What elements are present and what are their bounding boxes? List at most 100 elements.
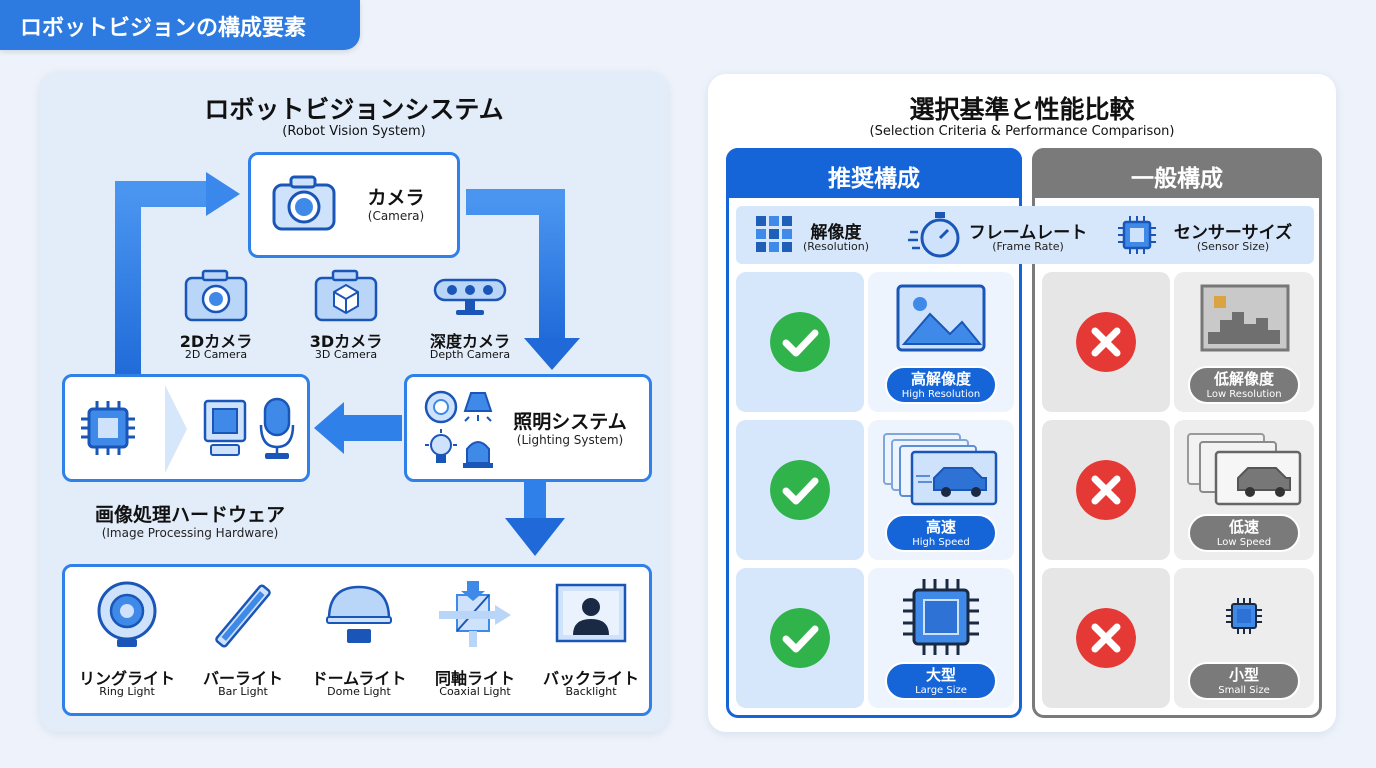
dome-light-item: ドームライト Dome Light	[303, 581, 415, 705]
small-size-badge: 小型 Small Size	[1188, 662, 1300, 700]
selection-criteria-panel: 選択基準と性能比較 (Selection Criteria & Performa…	[708, 74, 1336, 732]
flow-arrows	[115, 172, 580, 556]
2d-camera-item: 2Dカメラ 2D Camera	[166, 268, 266, 364]
dome-light-icon	[326, 585, 392, 643]
camera-node: カメラ (Camera)	[248, 152, 460, 258]
coaxial-light-label: 同軸ライト	[434, 669, 515, 688]
bar-light-icon	[215, 584, 271, 648]
3d-camera-label-en: 3D Camera	[314, 348, 378, 361]
low-speed-label: 低速	[1228, 518, 1259, 536]
low-resolution-badge: 低解像度 Low Resolution	[1188, 366, 1300, 404]
arrow-head-to-hardware	[314, 402, 344, 454]
recommended-check-cell	[736, 272, 864, 412]
depth-camera-label-en: Depth Camera	[429, 348, 511, 361]
high-speed-badge: 高速 High Speed	[885, 514, 997, 552]
general-cross-cell	[1042, 420, 1170, 560]
small-chip-icon	[1226, 598, 1262, 634]
arrow-head-to-lighting	[524, 338, 580, 370]
backlight-item: バックライト Backlight	[535, 581, 647, 705]
bar-light-item: バーライト Bar Light	[187, 581, 299, 705]
lighting-node: 照明システム (Lighting System)	[404, 374, 652, 482]
small-sensor-cell: 小型 Small Size	[1174, 568, 1314, 708]
large-size-label-en: Large Size	[915, 685, 967, 696]
ring-light-icon	[97, 581, 157, 647]
check-icon	[770, 608, 830, 668]
cross-icon	[1076, 460, 1136, 520]
criteria-framerate-label: フレームレート	[968, 223, 1088, 243]
backlight-label: バックライト	[542, 669, 639, 688]
recommended-check-cell	[736, 420, 864, 560]
arrow-head-to-lights	[505, 518, 565, 556]
depth-camera-item: 深度カメラ Depth Camera	[420, 268, 520, 364]
bar-light-label-en: Bar Light	[218, 685, 268, 698]
criteria-sensor-label-en: (Sensor Size)	[1196, 240, 1270, 253]
coaxial-light-label-en: Coaxial Light	[439, 685, 511, 698]
backlight-icon	[555, 583, 627, 643]
coaxial-light-icon	[439, 581, 511, 647]
right-panel-subtitle: (Selection Criteria & Performance Compar…	[869, 124, 1175, 139]
2d-camera-label-en: 2D Camera	[184, 348, 248, 361]
left-panel-subtitle: (Robot Vision System)	[282, 124, 426, 139]
right-panel-title: 選択基準と性能比較	[909, 95, 1135, 124]
arrow-head-to-camera	[206, 172, 240, 216]
recommended-header: 推奨構成	[726, 148, 1022, 198]
low-speed-badge: 低速 Low Speed	[1188, 514, 1300, 552]
low-resolution-label: 低解像度	[1213, 370, 1274, 388]
cross-icon	[1076, 312, 1136, 372]
low-speed-cell: 低速 Low Speed	[1174, 420, 1314, 560]
sensor-chip-icon	[1118, 216, 1156, 254]
lighting-label-en: (Lighting System)	[516, 433, 624, 447]
hardware-node	[62, 374, 310, 482]
slow-frames-icon	[1187, 433, 1302, 506]
camera-label: カメラ	[367, 187, 425, 209]
camera-label-en: (Camera)	[367, 209, 425, 223]
camera-icon	[272, 175, 336, 231]
criteria-framerate-label-en: (Frame Rate)	[992, 240, 1064, 253]
page-title: ロボットビジョンの構成要素	[0, 0, 360, 50]
robot-vision-system-panel: ロボットビジョンシステム (Robot Vision System) カメラ (…	[40, 72, 668, 732]
large-size-badge: 大型 Large Size	[885, 662, 997, 700]
2d-camera-label: 2Dカメラ	[179, 332, 253, 351]
dome-light-label-en: Dome Light	[327, 685, 391, 698]
criteria-bar: 解像度 (Resolution) フレームレート (Frame Rate) セン…	[736, 206, 1314, 264]
general-cross-cell	[1042, 272, 1170, 412]
coaxial-light-item: 同軸ライト Coaxial Light	[419, 581, 531, 705]
small-size-label-en: Small Size	[1218, 685, 1270, 696]
processor-chip-icon	[81, 401, 135, 455]
dome-light-label: ドームライト	[311, 669, 407, 688]
ring-light-label-en: Ring Light	[99, 685, 155, 698]
large-size-label: 大型	[925, 666, 956, 684]
high-speed-cell: 高速 High Speed	[868, 420, 1014, 560]
camera-icon	[184, 269, 248, 322]
criteria-resolution-label-en: (Resolution)	[802, 240, 870, 253]
small-size-label: 小型	[1228, 666, 1259, 684]
3d-camera-item: 3Dカメラ 3D Camera	[296, 268, 396, 364]
check-icon	[770, 312, 830, 372]
lighting-set-icon	[424, 390, 493, 468]
ai-processor-icon	[203, 399, 247, 456]
general-header: 一般構成	[1032, 148, 1322, 198]
criteria-resolution-label: 解像度	[810, 223, 862, 243]
3d-camera-label: 3Dカメラ	[309, 332, 383, 351]
recommended-check-cell	[736, 568, 864, 708]
pixelated-image-icon	[1200, 284, 1290, 352]
arrow-camera-to-lighting	[466, 189, 565, 342]
low-resolution-cell: 低解像度 Low Resolution	[1174, 272, 1314, 412]
image-landscape-icon	[896, 284, 986, 352]
hardware-label-en: (Image Processing Hardware)	[101, 526, 279, 540]
arrow-hardware-to-camera	[115, 181, 208, 380]
high-resolution-badge: 高解像度 High Resolution	[885, 366, 997, 404]
lighting-label: 照明システム	[513, 411, 627, 433]
high-resolution-label-en: High Resolution	[901, 389, 981, 400]
criteria-sensor-label: センサーサイズ	[1173, 223, 1293, 243]
depth-camera-icon	[433, 278, 507, 315]
cross-icon	[1076, 608, 1136, 668]
backlight-label-en: Backlight	[565, 685, 617, 698]
low-resolution-label-en: Low Resolution	[1206, 389, 1282, 400]
ring-light-item: リングライト Ring Light	[71, 581, 183, 705]
3d-camera-icon	[314, 269, 378, 322]
ring-light-label: リングライト	[78, 669, 175, 688]
resolution-grid-icon	[756, 216, 792, 252]
high-resolution-cell: 高解像度 High Resolution	[868, 272, 1014, 412]
high-resolution-label: 高解像度	[910, 370, 971, 388]
